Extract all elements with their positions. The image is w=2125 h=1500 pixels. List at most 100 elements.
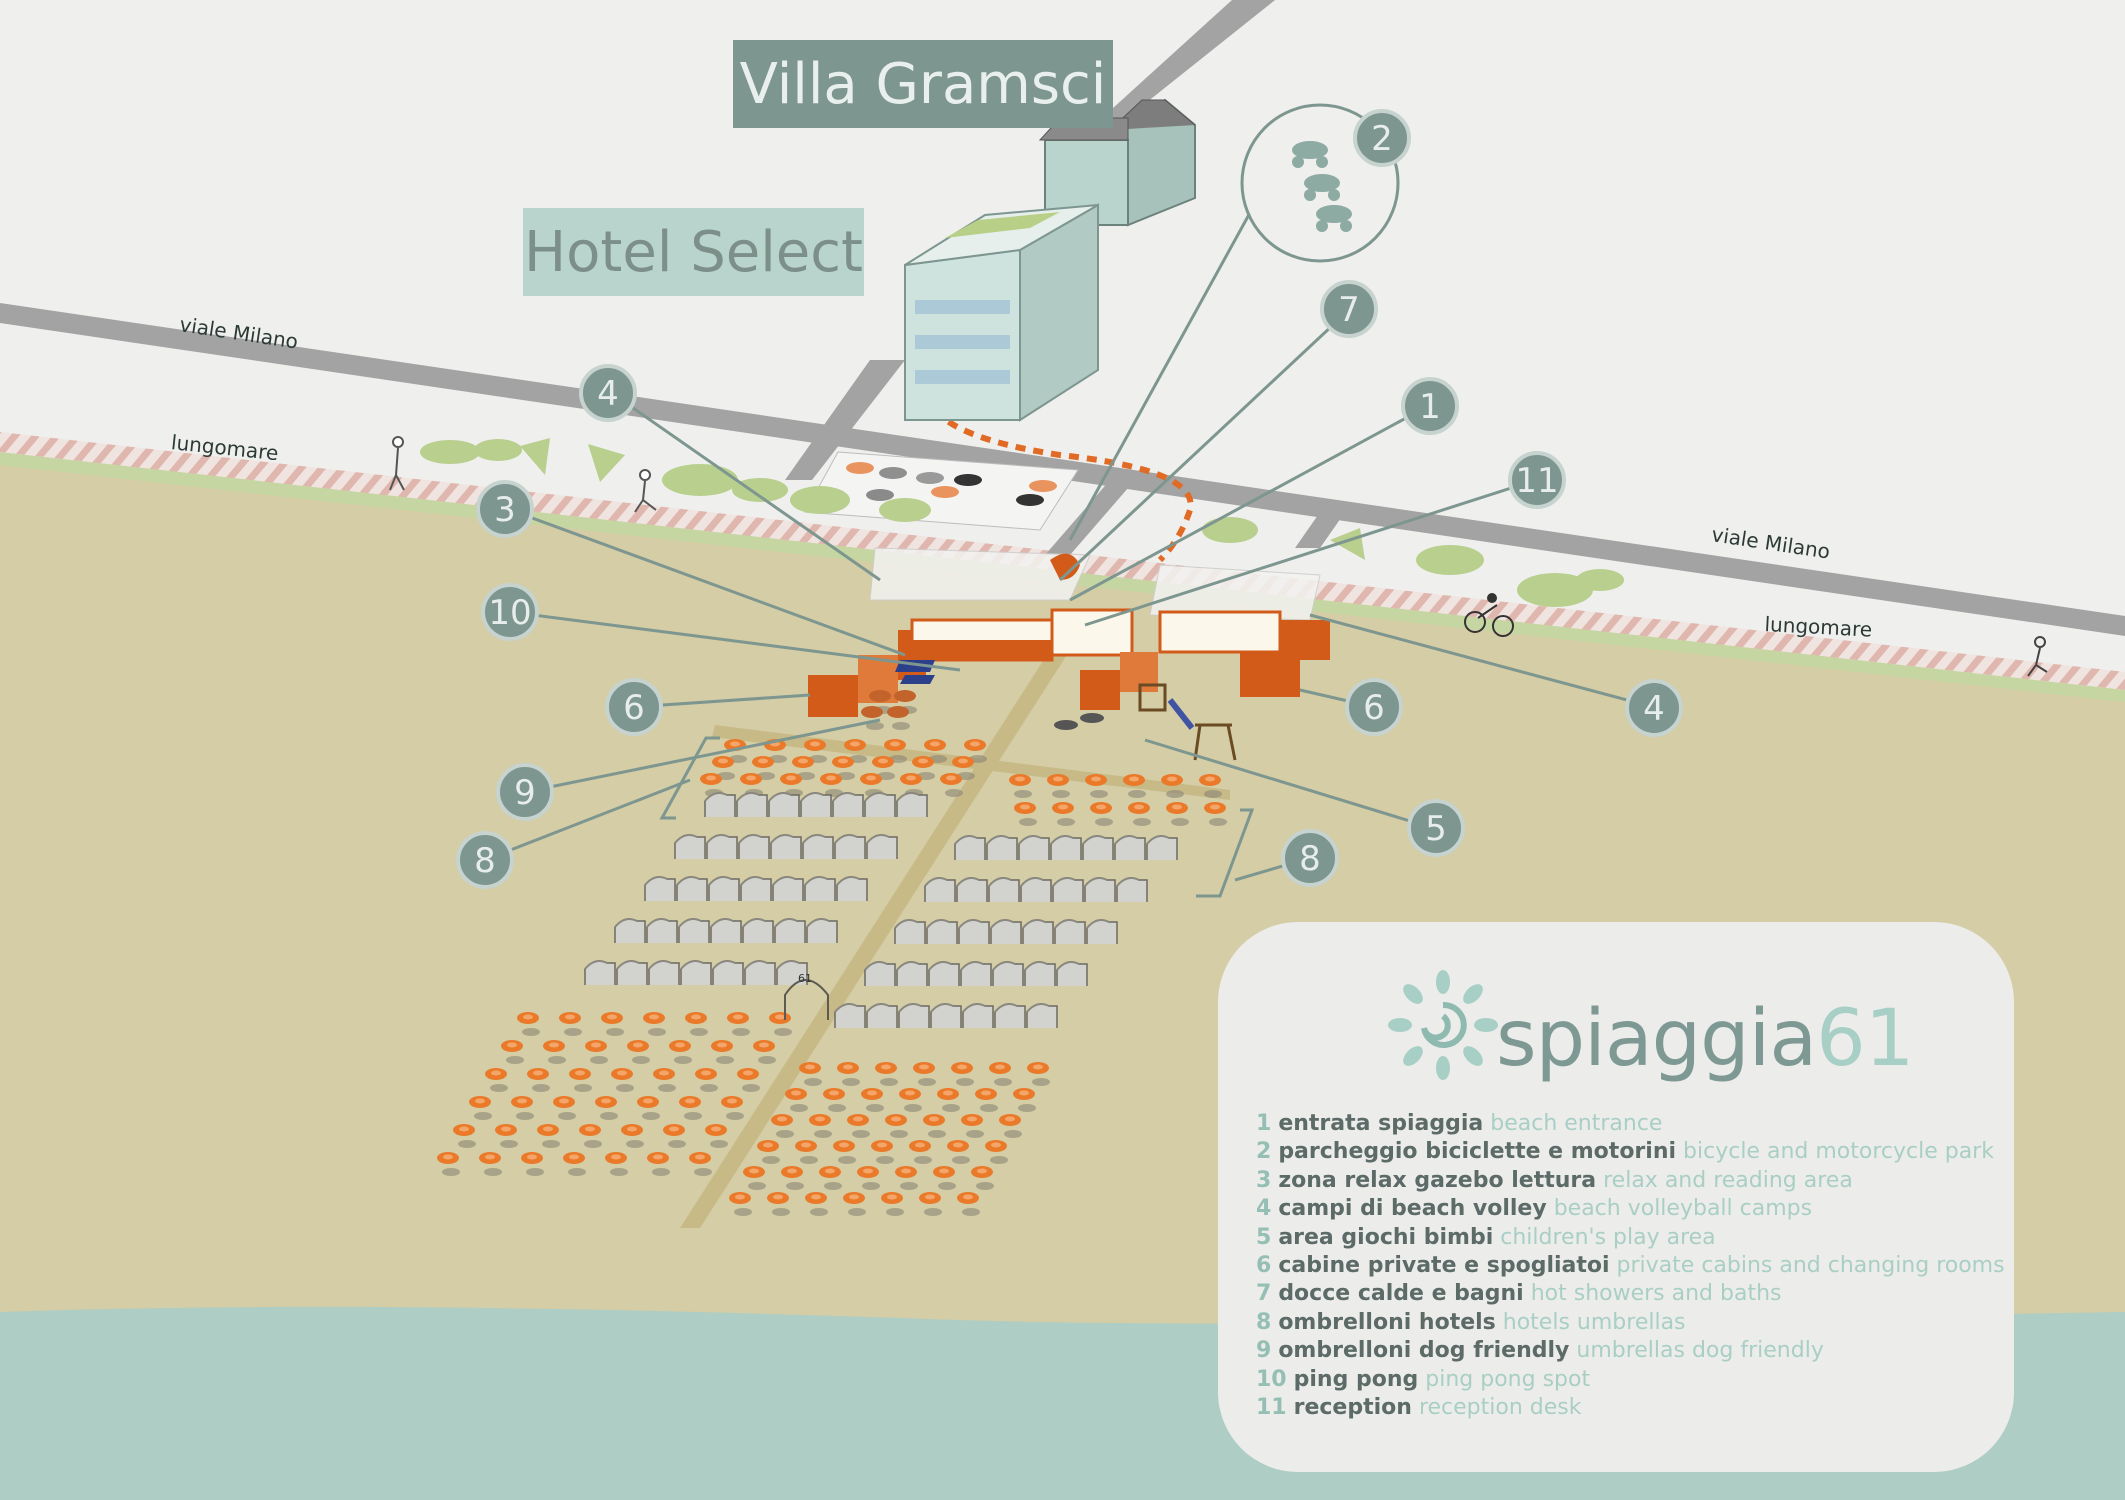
gazebo [742, 918, 774, 944]
gazebo [928, 961, 960, 987]
gazebo [834, 1003, 866, 1029]
marker-number: 4 [1643, 689, 1665, 729]
legend-item-english: hotels umbrellas [1502, 1309, 1686, 1335]
gazebo [1082, 835, 1114, 861]
legend-item-number: 6 [1256, 1253, 1272, 1279]
gazebo [990, 919, 1022, 945]
marker-number: 6 [623, 688, 645, 728]
gazebo [738, 834, 770, 860]
marker-circle [1508, 451, 1566, 509]
gazebo [804, 876, 836, 902]
marker-number: 9 [514, 773, 536, 813]
gazebo [896, 792, 928, 818]
legend-item-english: beach entrance [1490, 1111, 1663, 1136]
legend-item-english: relax and reading area [1603, 1167, 1853, 1193]
gazebo [648, 960, 680, 986]
gazebo [926, 919, 958, 945]
bracket-east [1196, 808, 1255, 898]
arch-number: 61 [798, 972, 812, 985]
gazebo [1050, 835, 1082, 861]
side-road-east-2 [1295, 505, 1350, 548]
legend-item-english: reception desk [1418, 1395, 1582, 1421]
hotel-select-label: Hotel Select [523, 208, 864, 296]
number-marker: 5 [1407, 799, 1465, 857]
gazebo [676, 876, 708, 902]
gazebo [644, 876, 676, 902]
legend-item-number: 11 [1256, 1395, 1287, 1421]
gazebo [864, 792, 896, 818]
sun-logo-icon [1388, 970, 1498, 1080]
legend-item-number: 2 [1256, 1139, 1272, 1165]
gazebo [768, 792, 800, 818]
number-marker: 4 [1625, 679, 1683, 737]
gazebo [770, 834, 802, 860]
gazebo [866, 834, 898, 860]
gazebo [678, 918, 710, 944]
legend-item-number: 3 [1256, 1167, 1272, 1193]
legend-item-italian: ombrelloni dog friendly [1278, 1338, 1570, 1364]
gazebo [680, 960, 712, 986]
marker-circle [496, 763, 554, 821]
gazebo [924, 877, 956, 903]
marker-number: 4 [597, 374, 619, 414]
reception-building [910, 608, 1134, 662]
walker-icon [634, 469, 657, 513]
legend-item: 10 ping pong ping pong spot [1256, 1366, 2005, 1394]
legend-item-english: bicycle and motorcycle park [1683, 1139, 1994, 1165]
legend-item-italian: entrata spiaggia [1278, 1111, 1484, 1136]
legend-item: 9 ombrelloni dog friendly umbrellas dog … [1256, 1337, 2005, 1365]
gazebo [958, 919, 990, 945]
side-road-hotel [785, 360, 905, 480]
legend-item: 6 cabine private e spogliatoi private ca… [1256, 1252, 2005, 1280]
gazebo [802, 834, 834, 860]
legend-item-english: beach volleyball camps [1553, 1196, 1813, 1222]
legend-item-italian: ping pong [1293, 1366, 1419, 1392]
gazebo [1018, 835, 1050, 861]
legend-item-number: 10 [1256, 1366, 1287, 1392]
gazebo [832, 792, 864, 818]
gazebo [1056, 961, 1088, 987]
marker-circle [456, 831, 514, 889]
legend-item: 8 ombrelloni hotels hotels umbrellas [1256, 1309, 2005, 1337]
gazebo [866, 1003, 898, 1029]
gazebo [1054, 919, 1086, 945]
gazebo [706, 834, 738, 860]
marker-number: 8 [1299, 839, 1321, 879]
marker-number: 7 [1338, 290, 1360, 330]
number-marker: 8 [1281, 829, 1339, 887]
number-marker: 4 [579, 364, 637, 422]
gazebo [710, 918, 742, 944]
marker-number: 6 [1363, 688, 1385, 728]
central-path [680, 650, 1070, 1228]
legend-item-italian: ombrelloni hotels [1278, 1309, 1496, 1335]
legend-item: 2 parcheggio biciclette e motorini bicyc… [1256, 1138, 2005, 1166]
gazebo [584, 960, 616, 986]
gazebo [894, 919, 926, 945]
marker-number: 2 [1371, 119, 1393, 159]
number-marker: 8 [456, 831, 514, 889]
bracket-west [659, 736, 720, 820]
legend-item-number: 4 [1256, 1196, 1272, 1222]
number-marker: 6 [605, 678, 663, 736]
marker-circle [579, 364, 637, 422]
villa-gramsci-label: Villa Gramsci [733, 40, 1113, 128]
legend-item: 11 reception reception desk [1256, 1394, 2005, 1422]
gazebo [772, 876, 804, 902]
gazebo [1114, 835, 1146, 861]
number-marker: 3 [476, 480, 534, 538]
marker-number: 5 [1425, 809, 1447, 849]
gazebo [962, 1003, 994, 1029]
gazebo [834, 834, 866, 860]
legend-item-english: ping pong spot [1425, 1366, 1591, 1392]
gazebo [674, 834, 706, 860]
legend-item-english: umbrellas dog friendly [1576, 1338, 1824, 1364]
legend-panel: spiaggia61 1 entrata spiaggia beach entr… [1218, 922, 2014, 1472]
gazebo [898, 1003, 930, 1029]
gazebo [994, 1003, 1026, 1029]
marker-number: 1 [1419, 387, 1441, 427]
sculpture [1050, 553, 1080, 580]
legend-item-english: children's play area [1500, 1224, 1716, 1250]
marker-circle [1401, 377, 1459, 435]
marker-circle [476, 480, 534, 538]
